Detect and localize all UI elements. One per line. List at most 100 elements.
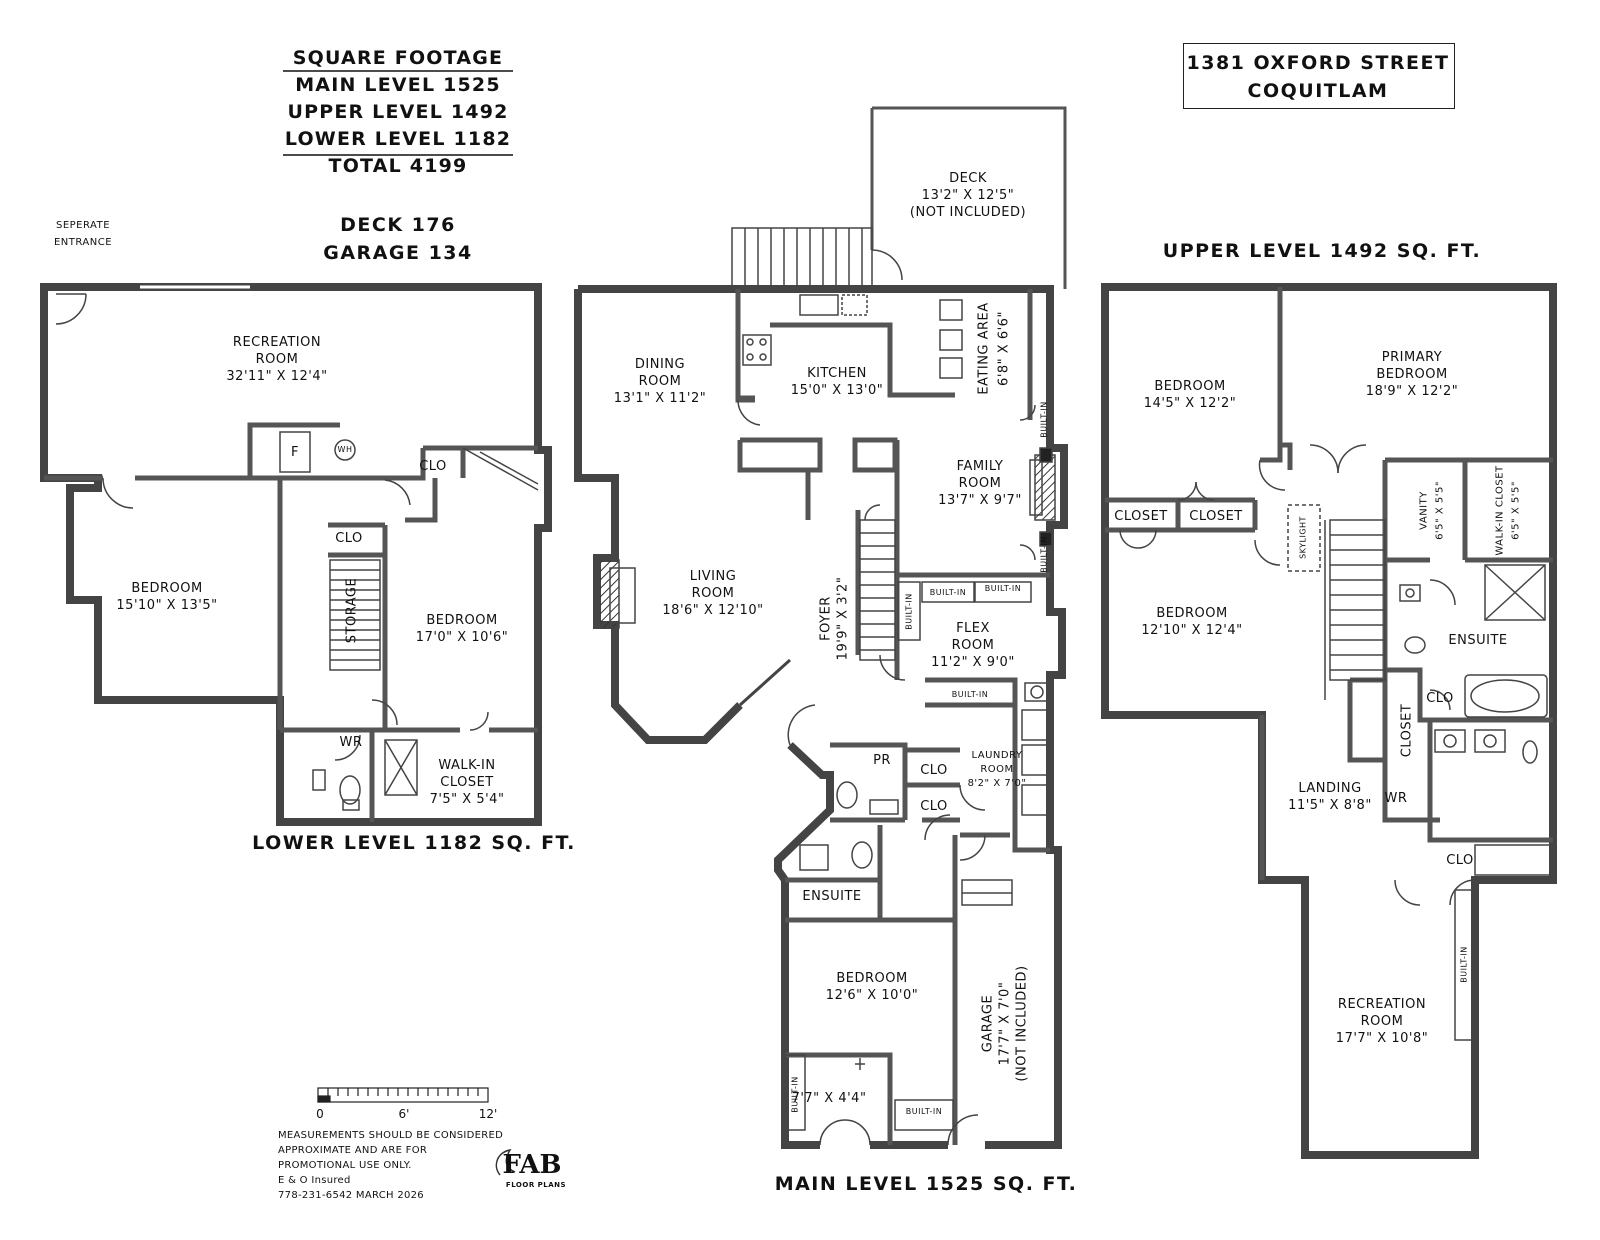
living-room-dims: 18'6" X 12'10" [662,603,764,618]
lower-bedroom-left-name: BEDROOM [131,581,203,596]
upper-closet-2: CLOSET [1189,509,1243,524]
main-clo-2: CLO [920,799,948,814]
living-room-name-1: LIVING [689,569,737,584]
primary-bedroom-name-1: PRIMARY [1381,350,1443,365]
main-built-in-1: BUILT-IN [1039,401,1049,438]
living-room-name-2: ROOM [691,586,735,601]
dining-room-name-1: DINING [634,357,686,372]
deck-name: DECK [949,171,987,186]
disclaimer-line-5: 778-231-6542 MARCH 2026 [278,1190,424,1201]
family-room-name-1: FAMILY [956,459,1004,474]
lower-bedroom-right-name: BEDROOM [426,613,498,628]
scale-label-6: 6' [398,1107,410,1121]
square-footage-block: SQUARE FOOTAGE MAIN LEVEL 1525 UPPER LEV… [283,45,513,180]
flex-built-in-2: BUILT-IN [929,588,967,597]
upper-rec-name-1: RECREATION [1337,997,1427,1012]
eating-area-name: EATING AREA [976,302,992,395]
separate-entrance-2: ENTRANCE [53,237,113,248]
upper-bedroom-2-name: BEDROOM [1156,606,1228,621]
logo-text: FAB [502,1150,562,1180]
main-bedroom-dims: 12'6" X 10'0" [825,988,919,1003]
logo-sub: FLOOR PLANS [505,1181,567,1189]
laundry-name-1: LAUNDRY [971,750,1023,761]
separate-entrance-1: SEPERATE [55,220,111,231]
disclaimer-line-2: APPROXIMATE AND ARE FOR [278,1145,428,1156]
sf-total: TOTAL 4199 [328,155,468,177]
bedroom-built-in-2: BUILT-IN [905,1107,943,1116]
lower-clo-2: CLO [335,531,363,546]
main-clo-1: CLO [920,763,948,778]
lower-wic-name-1: WALK-IN [438,758,496,773]
upper-bedroom-2-dims: 12'10" X 12'4" [1141,623,1243,638]
family-room-name-2: ROOM [958,476,1002,491]
upper-wic-name: WALK-IN CLOSET [1494,465,1506,556]
skylight-label: SKYLIGHT [1298,516,1308,559]
main-built-in-2: BUILT-IN [1039,536,1049,573]
primary-bedroom-name-2: BEDROOM [1376,367,1448,382]
garage-name: GARAGE [980,994,996,1053]
scale-label-12: 12' [478,1107,498,1121]
furnace-label: F [291,445,299,460]
deck-area: DECK 176 [340,214,456,236]
sf-main: MAIN LEVEL 1525 [295,74,501,96]
lower-clo-1: CLO [419,459,447,474]
flex-built-in-4: BUILT-IN [951,690,989,699]
upper-closet-3: CLOSET [1399,703,1415,758]
flex-room-name-2: ROOM [951,638,995,653]
disclaimer: MEASUREMENTS SHOULD BE CONSIDERED APPROX… [278,1128,503,1203]
address-line1: 1381 OXFORD STREET [1186,52,1450,74]
upper-closet-1: CLOSET [1114,509,1168,524]
upper-bedroom-1-name: BEDROOM [1154,379,1226,394]
flex-built-in-1: BUILT-IN [904,593,914,630]
kitchen-name: KITCHEN [807,366,867,381]
address-box [1183,43,1455,109]
lower-washroom: WR [339,735,363,750]
lower-rec-room-name-1: RECREATION [232,335,322,350]
disclaimer-line-1: MEASUREMENTS SHOULD BE CONSIDERED [278,1130,504,1141]
upper-level-plan [1101,283,1557,1159]
disclaimer-line-4: E & O Insured [278,1175,351,1186]
vanity-name: VANITY [1418,491,1430,530]
foyer-dims: 19'9" X 3'2" [835,576,851,661]
bedroom-built-in-1: BUILT-IN [790,1076,800,1113]
sf-upper: UPPER LEVEL 1492 [287,101,509,123]
sf-lower: LOWER LEVEL 1182 [284,128,512,150]
upper-bedroom-1-dims: 14'5" X 12'2" [1143,396,1237,411]
upper-built-in: BUILT-IN [1459,946,1469,983]
scale-bar [317,1087,489,1103]
foyer-name: FOYER [818,596,834,641]
garage-note: (NOT INCLUDED) [1014,965,1030,1082]
flex-room-dims: 11'2" X 9'0" [931,655,1015,670]
upper-wic-dims: 6'5" X 5'5" [1510,481,1522,540]
upper-rec-dims: 17'7" X 10'8" [1335,1031,1429,1046]
upper-level-title: UPPER LEVEL 1492 SQ. FT. [1162,240,1482,262]
kitchen-dims: 15'0" X 13'0" [790,383,884,398]
powder-room: PR [873,753,891,768]
lower-bedroom-left-dims: 15'10" X 13'5" [116,598,218,613]
vanity-dims: 6'5" X 5'5" [1434,481,1446,540]
fab-logo [495,1148,516,1176]
deck-note: (NOT INCLUDED) [909,205,1027,220]
lower-level-title: LOWER LEVEL 1182 SQ. FT. [252,832,576,854]
upper-wr: WR [1384,791,1408,806]
lower-bedroom-right-dims: 17'0" X 10'6" [415,630,509,645]
landing-name: LANDING [1298,781,1362,796]
deck-dims: 13'2" X 12'5" [921,188,1015,203]
garage-area: GARAGE 134 [323,242,473,264]
main-bedroom-name: BEDROOM [836,971,908,986]
garage-dims: 17'7" X 7'0" [997,981,1013,1066]
landing-dims: 11'5" X 8'8" [1288,798,1372,813]
main-closet-dims: 7'7" X 4'4" [791,1091,867,1106]
lower-rec-room-dims: 32'11" X 12'4" [226,369,328,384]
laundry-dims: 8'2" X 7'0" [967,778,1027,789]
main-level-title: MAIN LEVEL 1525 SQ. FT. [774,1173,1078,1195]
dining-room-dims: 13'1" X 11'2" [613,391,707,406]
scale-label-0: 0 [316,1107,324,1121]
lower-wic-name-2: CLOSET [440,775,494,790]
upper-ensuite: ENSUITE [1448,633,1508,648]
water-heater-label: WH [337,445,353,454]
storage-label: STORAGE [344,577,360,644]
dining-room-name-2: ROOM [638,374,682,389]
lower-rec-room-name-2: ROOM [255,352,299,367]
